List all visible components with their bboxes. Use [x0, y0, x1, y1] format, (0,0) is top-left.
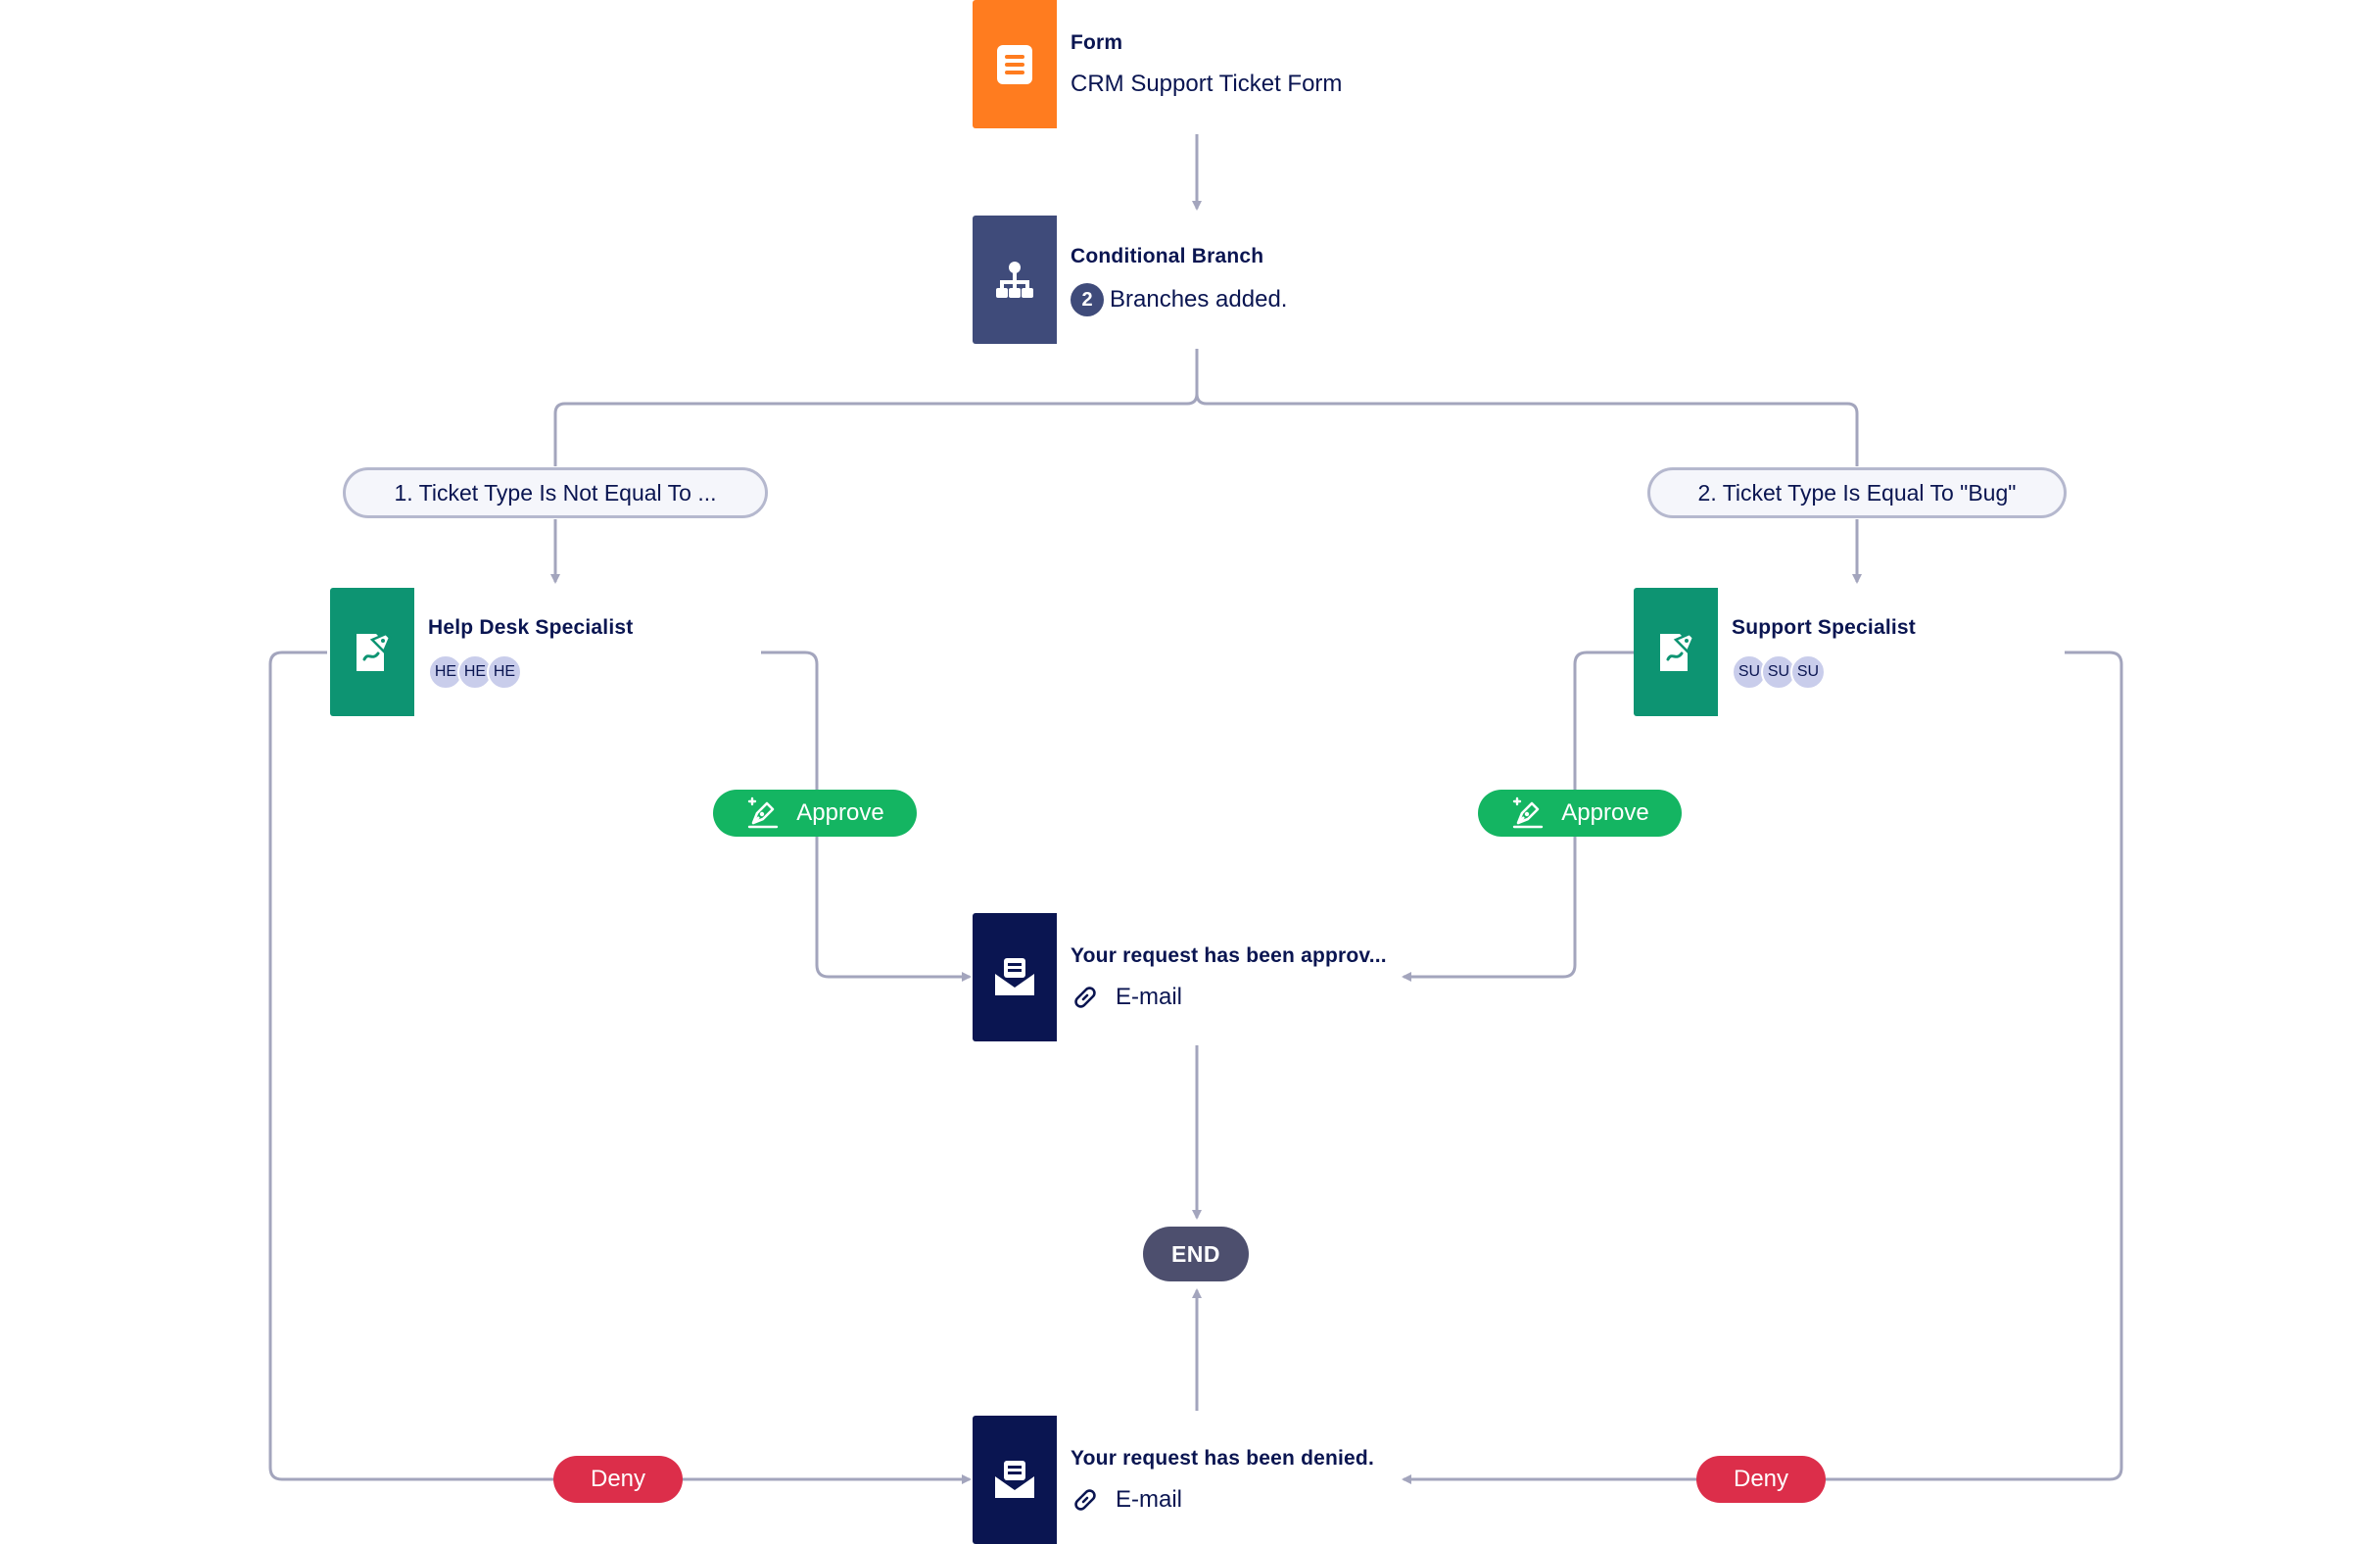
link-icon: [1074, 986, 1096, 1008]
branch-node-title: Conditional Branch: [1071, 244, 1264, 267]
hierarchy-icon: [996, 261, 1033, 298]
email-node-approved[interactable]: Your request has been approv... E-mail: [973, 913, 1394, 1041]
connector-helpdesk-deny: [268, 651, 972, 1484]
deny-button-right[interactable]: Deny: [1696, 1456, 1826, 1503]
avatar: HE: [487, 653, 522, 690]
approve-button-right[interactable]: Approve: [1478, 790, 1682, 837]
denied-email-icon-box: [973, 1416, 1057, 1544]
branch-icon-box: [973, 216, 1057, 344]
help-desk-node-title: Help Desk Specialist: [428, 615, 634, 639]
email-node-denied[interactable]: Your request has been denied. E-mail: [973, 1416, 1394, 1544]
condition-pill-2[interactable]: 2. Ticket Type Is Equal To "Bug": [1647, 467, 2067, 518]
approved-email-icon-box: [973, 913, 1057, 1041]
connector-branch-split-left: [553, 349, 1199, 466]
approve-label: Approve: [796, 799, 884, 826]
form-icon-box: [973, 0, 1057, 128]
branch-node-subtitle: Branches added.: [1110, 285, 1288, 313]
end-node[interactable]: END: [1143, 1227, 1249, 1281]
support-node-body: Support Specialist SU SU SU: [1718, 588, 1916, 716]
approval-node-help-desk[interactable]: Help Desk Specialist HE HE HE: [330, 588, 761, 716]
help-desk-node-body: Help Desk Specialist HE HE HE: [414, 588, 633, 716]
avatar: SU: [1790, 653, 1826, 690]
approval-node-support[interactable]: Support Specialist SU SU SU: [1634, 588, 2065, 716]
approved-email-subtitle-row: E-mail: [1071, 983, 1387, 1012]
deny-label: Deny: [1733, 1466, 1789, 1492]
approve-label: Approve: [1561, 799, 1649, 826]
approve-button-left[interactable]: Approve: [713, 790, 917, 837]
approval-signature-icon: [357, 632, 392, 671]
support-node-title: Support Specialist: [1732, 615, 1916, 639]
condition-pill-1[interactable]: 1. Ticket Type Is Not Equal To ...: [343, 467, 768, 518]
form-list-icon: [997, 44, 1032, 84]
form-node[interactable]: Form CRM Support Ticket Form: [973, 0, 1394, 128]
connector-branch-split-right: [1195, 393, 1859, 466]
link-icon: [1074, 1488, 1096, 1511]
avatar: HE: [428, 653, 463, 690]
connector-support-deny: [1402, 651, 2123, 1484]
pen-nib-icon: [748, 796, 779, 829]
branch-node-body: Conditional Branch 2 Branches added.: [1057, 216, 1287, 344]
pen-nib-icon: [1513, 796, 1544, 829]
form-node-body: Form CRM Support Ticket Form: [1057, 0, 1342, 128]
conditional-branch-node[interactable]: Conditional Branch 2 Branches added.: [973, 216, 1394, 344]
envelope-icon: [995, 957, 1034, 995]
approved-email-subtitle: E-mail: [1116, 983, 1183, 1010]
envelope-icon: [995, 1460, 1034, 1498]
help-desk-assignees: HE HE HE: [428, 653, 633, 690]
support-icon-box: [1634, 588, 1718, 716]
branch-count-badge: 2: [1071, 282, 1104, 316]
form-node-subtitle: CRM Support Ticket Form: [1071, 70, 1343, 97]
approved-email-title: Your request has been approv...: [1071, 943, 1387, 967]
approval-signature-icon: [1660, 632, 1695, 671]
denied-email-body: Your request has been denied. E-mail: [1057, 1416, 1374, 1544]
approved-email-body: Your request has been approv... E-mail: [1057, 913, 1387, 1041]
help-desk-icon-box: [330, 588, 414, 716]
form-node-title: Form: [1071, 30, 1123, 54]
denied-email-title: Your request has been denied.: [1071, 1446, 1374, 1470]
denied-email-subtitle: E-mail: [1116, 1485, 1183, 1513]
deny-label: Deny: [590, 1466, 646, 1492]
deny-button-left[interactable]: Deny: [553, 1456, 683, 1503]
denied-email-subtitle-row: E-mail: [1071, 1485, 1374, 1515]
branch-node-subtitle-row: 2 Branches added.: [1071, 282, 1288, 316]
support-assignees: SU SU SU: [1732, 653, 1916, 690]
